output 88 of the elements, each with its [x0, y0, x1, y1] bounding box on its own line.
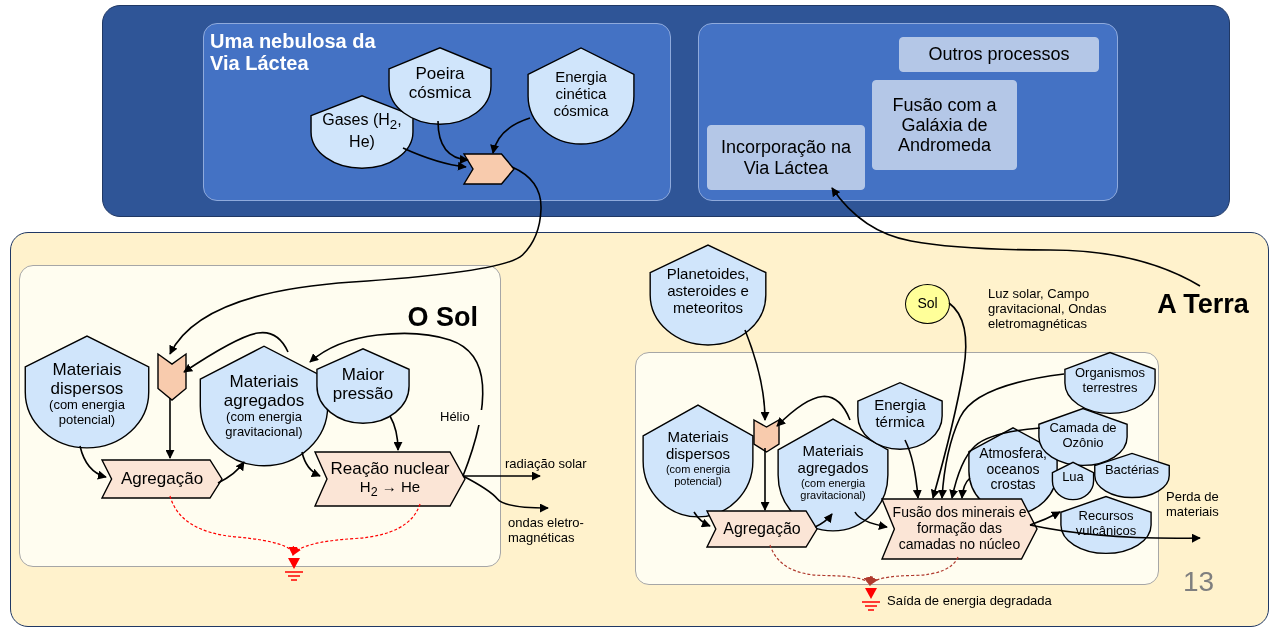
arrow [958, 477, 971, 499]
arrow [183, 331, 289, 373]
arrow [217, 461, 245, 484]
node-label: Materiais agregados [222, 372, 306, 411]
arrow [814, 513, 833, 528]
node-label: Gases (H$_{2}$, He) [321, 111, 403, 151]
node-label: Energia térmica [873, 397, 927, 431]
dashed-arrow [292, 503, 421, 556]
arrow [462, 471, 541, 481]
source-circle [905, 284, 950, 324]
group-title: Uma nebulosa da Via Láctea [210, 30, 377, 75]
node-label: Incorporação na Via Láctea [719, 137, 853, 178]
node-label: Materiais agregados [796, 443, 870, 477]
process-node [315, 452, 465, 506]
node-label: Reação nuclear [330, 459, 450, 479]
arrow [744, 329, 770, 421]
node-label: Energia cinética cósmica [552, 69, 610, 120]
process-box [707, 125, 865, 190]
node-caption: Saída de energia degradada [887, 594, 1052, 609]
node-label: Fusão dos minerais e formação das camadas no núcleo [892, 505, 1027, 553]
node-label: Poeira cósmica [407, 64, 473, 103]
arrow [309, 332, 484, 477]
heat-sink-symbol [284, 556, 304, 584]
node-label: Lua [1062, 470, 1084, 485]
storage-node [649, 244, 767, 346]
node-label: Planetoides, asteroides e meteoritos [665, 266, 751, 317]
arrow [169, 166, 542, 355]
node-label: Maior pressão [331, 365, 395, 404]
arrow [760, 447, 770, 511]
node-label: Materiais dispersos [664, 429, 732, 463]
arrow [462, 475, 549, 513]
node-label: Agregação [120, 469, 204, 489]
group-box [19, 265, 501, 567]
arrow [437, 120, 469, 164]
storage-node [24, 335, 150, 449]
arrow [1029, 511, 1061, 526]
node-note: H$_{2}$ → He [359, 478, 421, 499]
node-label: Organismos terrestres [1073, 366, 1147, 396]
dashed-arrow [869, 556, 959, 586]
arrow [389, 415, 403, 451]
group-box [203, 23, 671, 201]
interaction-node [158, 354, 186, 400]
arrow [402, 147, 467, 171]
storage-node [1052, 462, 1094, 500]
group-box [698, 23, 1118, 201]
arrow [904, 439, 922, 499]
arrow [1029, 524, 1201, 543]
arrow [490, 117, 531, 154]
node-label: Camada de Ozônio [1048, 421, 1118, 451]
node-label: Bactérias [1104, 463, 1160, 478]
dashed-arrow [169, 495, 296, 556]
arrow [831, 187, 1201, 287]
group-title: O Sol [407, 302, 478, 333]
storage-node [642, 404, 754, 518]
arrow [930, 302, 967, 499]
process-box [872, 80, 1017, 170]
node-note: (com energia gravitacional) [799, 476, 867, 502]
process-box [899, 37, 1099, 72]
heat-sink-symbol [861, 586, 881, 614]
arrow [854, 511, 888, 530]
node-note: (com energia gravitacional) [224, 410, 304, 440]
panel [10, 232, 1269, 627]
node-note: (com energia potencial) [48, 398, 126, 428]
dashed-arrow [769, 544, 871, 586]
storage-node [316, 348, 410, 424]
arrow [693, 511, 711, 527]
node-label: Outros processos [928, 44, 1070, 65]
process-node [882, 499, 1037, 559]
system-title-text: A Terra [1157, 288, 1249, 320]
arrow [301, 451, 321, 477]
interaction-node [464, 154, 514, 184]
node-label: Sol [917, 296, 938, 312]
storage-node [527, 47, 635, 145]
node-label: Recursos vulcânicos [1074, 509, 1138, 539]
panel [102, 5, 1230, 217]
arrow [949, 427, 1041, 499]
node-note: (com energia potencial) [664, 462, 732, 488]
storage-node [1064, 352, 1156, 414]
node-label: Atmosfera, oceanos crostas [978, 446, 1048, 493]
process-node [102, 460, 222, 498]
arrow [79, 445, 107, 479]
process-node [707, 511, 817, 547]
node-label: Fusão com a Galáxia de Andromeda [891, 94, 998, 156]
arrow [165, 397, 175, 459]
arrow [938, 373, 1065, 499]
node-label: Materiais dispersos [49, 360, 125, 399]
node-label: Agregação [723, 520, 801, 538]
page-number: 13 [1183, 566, 1215, 599]
